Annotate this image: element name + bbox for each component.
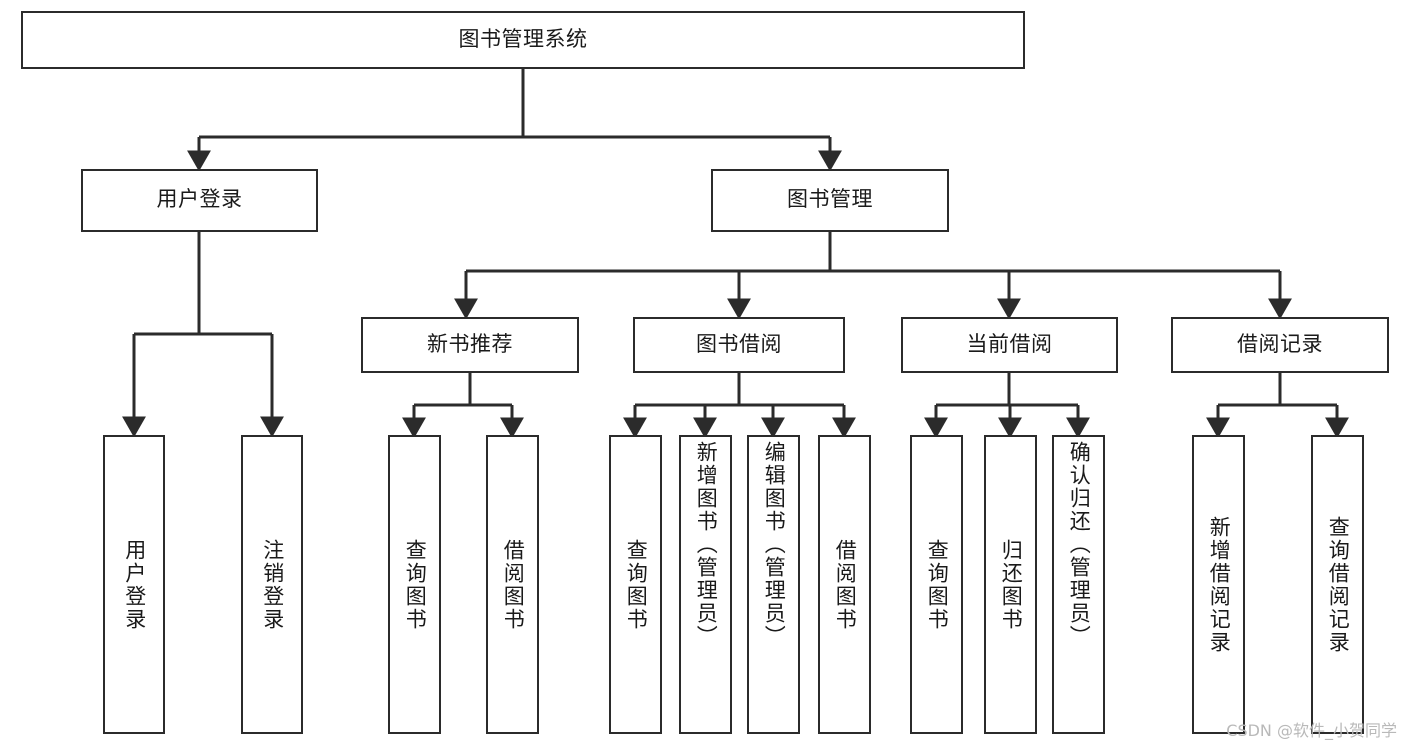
csdn-watermark: CSDN @软件_小贺同学 <box>1226 721 1397 740</box>
node-book-manage-label: 图书管理 <box>787 188 873 212</box>
node-leaf-query-book-current[interactable]: 查询图书 <box>910 435 963 734</box>
node-leaf-add-borrow-record[interactable]: 新增借阅记录 <box>1192 435 1245 734</box>
node-new-book-recommend[interactable]: 新书推荐 <box>361 317 579 373</box>
node-root-system[interactable]: 图书管理系统 <box>21 11 1025 69</box>
node-leaf-confirm-return-admin[interactable]: 确认归还（管理员） <box>1052 435 1105 734</box>
node-book-manage[interactable]: 图书管理 <box>711 169 949 232</box>
node-leaf-query-book-recommend[interactable]: 查询图书 <box>388 435 441 734</box>
node-book-borrow[interactable]: 图书借阅 <box>633 317 845 373</box>
node-new-book-recommend-label: 新书推荐 <box>427 332 513 356</box>
node-leaf-logout[interactable]: 注销登录 <box>241 435 303 734</box>
node-leaf-borrow-book-borrow[interactable]: 借阅图书 <box>818 435 871 734</box>
node-book-borrow-label: 图书借阅 <box>696 332 782 356</box>
node-borrow-record-label: 借阅记录 <box>1237 332 1323 356</box>
node-leaf-query-book-recommend-label: 查询图书 <box>403 538 427 631</box>
node-leaf-query-book-borrow-label: 查询图书 <box>624 538 648 631</box>
node-leaf-borrow-book-recommend-label: 借阅图书 <box>501 538 525 631</box>
node-leaf-logout-label: 注销登录 <box>260 538 284 631</box>
node-current-borrow[interactable]: 当前借阅 <box>901 317 1118 373</box>
node-leaf-borrow-book-recommend[interactable]: 借阅图书 <box>486 435 539 734</box>
node-leaf-query-borrow-record[interactable]: 查询借阅记录 <box>1311 435 1364 734</box>
node-leaf-query-book-current-label: 查询图书 <box>925 538 949 631</box>
node-leaf-add-book-admin-label: 新增图书（管理员） <box>694 441 718 648</box>
node-leaf-add-book-admin[interactable]: 新增图书（管理员） <box>679 435 732 734</box>
node-leaf-confirm-return-admin-label: 确认归还（管理员） <box>1067 441 1091 648</box>
node-leaf-add-borrow-record-label: 新增借阅记录 <box>1207 515 1231 654</box>
node-user-login-label: 用户登录 <box>156 188 243 212</box>
node-leaf-return-book[interactable]: 归还图书 <box>984 435 1037 734</box>
node-leaf-user-login[interactable]: 用户登录 <box>103 435 165 734</box>
node-user-login[interactable]: 用户登录 <box>81 169 318 232</box>
node-current-borrow-label: 当前借阅 <box>966 332 1053 356</box>
node-leaf-user-login-label: 用户登录 <box>122 538 146 631</box>
node-leaf-return-book-label: 归还图书 <box>999 538 1023 631</box>
node-leaf-edit-book-admin[interactable]: 编辑图书（管理员） <box>747 435 800 734</box>
node-root-system-label: 图书管理系统 <box>458 27 588 51</box>
node-leaf-edit-book-admin-label: 编辑图书（管理员） <box>762 441 786 648</box>
node-borrow-record[interactable]: 借阅记录 <box>1171 317 1389 373</box>
node-leaf-query-book-borrow[interactable]: 查询图书 <box>609 435 662 734</box>
node-leaf-borrow-book-borrow-label: 借阅图书 <box>833 538 857 631</box>
node-leaf-query-borrow-record-label: 查询借阅记录 <box>1326 515 1350 654</box>
